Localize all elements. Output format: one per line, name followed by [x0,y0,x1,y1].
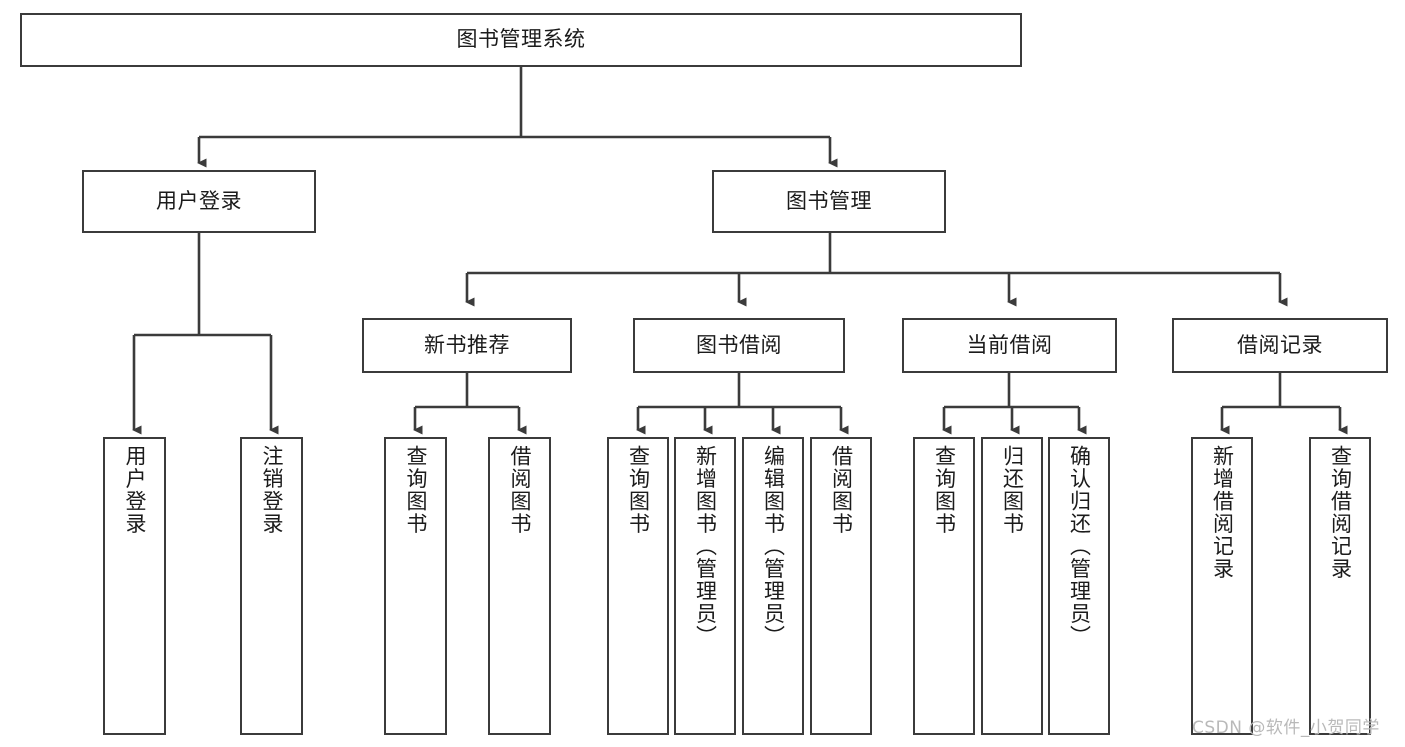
node-label: 查询图书 [403,445,428,535]
node-user-login[interactable]: 用户登录 [82,170,316,233]
node-label: 借阅图书 [507,445,532,535]
node-current-borrow[interactable]: 当前借阅 [902,318,1117,373]
leaf-borrow-record-add[interactable]: 新增借阅记录 [1191,437,1253,735]
node-label: 用户登录 [156,188,242,213]
leaf-current-borrow-confirm-return[interactable]: 确认归还（管理员） [1048,437,1110,735]
node-root-system[interactable]: 图书管理系统 [20,13,1022,67]
node-book-management[interactable]: 图书管理 [712,170,946,233]
leaf-user-login-login[interactable]: 用户登录 [103,437,166,735]
node-label: 用户登录 [122,445,147,535]
leaf-book-borrow-query[interactable]: 查询图书 [607,437,669,735]
node-label: 借阅记录 [1237,332,1323,357]
leaf-book-borrow-borrow[interactable]: 借阅图书 [810,437,872,735]
leaf-book-borrow-add[interactable]: 新增图书（管理员） [674,437,736,735]
node-label: 图书管理 [786,188,872,213]
node-borrow-record[interactable]: 借阅记录 [1172,318,1388,373]
leaf-current-borrow-query[interactable]: 查询图书 [913,437,975,735]
leaf-borrow-record-query[interactable]: 查询借阅记录 [1309,437,1371,735]
node-label: 借阅图书 [829,445,854,535]
node-label: 新书推荐 [424,332,510,357]
node-label: 编辑图书（管理员） [761,445,786,648]
leaf-book-borrow-edit[interactable]: 编辑图书（管理员） [742,437,804,735]
node-label: 图书管理系统 [456,27,586,52]
node-label: 查询图书 [626,445,651,535]
node-label: 确认归还（管理员） [1067,445,1092,648]
leaf-current-borrow-return[interactable]: 归还图书 [981,437,1043,735]
node-label: 查询图书 [932,445,957,535]
node-label: 查询借阅记录 [1328,445,1353,580]
node-new-book-recommend[interactable]: 新书推荐 [362,318,572,373]
node-label: 新增借阅记录 [1210,445,1235,580]
node-label: 图书借阅 [696,332,782,357]
leaf-new-book-borrow[interactable]: 借阅图书 [488,437,551,735]
leaf-user-login-logout[interactable]: 注销登录 [240,437,303,735]
node-label: 新增图书（管理员） [693,445,718,648]
node-book-borrow[interactable]: 图书借阅 [633,318,845,373]
watermark-text: CSDN @软件_小贺同学 [1192,718,1380,738]
node-label: 归还图书 [1000,445,1025,535]
leaf-new-book-query[interactable]: 查询图书 [384,437,447,735]
node-label: 注销登录 [259,445,284,535]
node-label: 当前借阅 [966,332,1053,357]
